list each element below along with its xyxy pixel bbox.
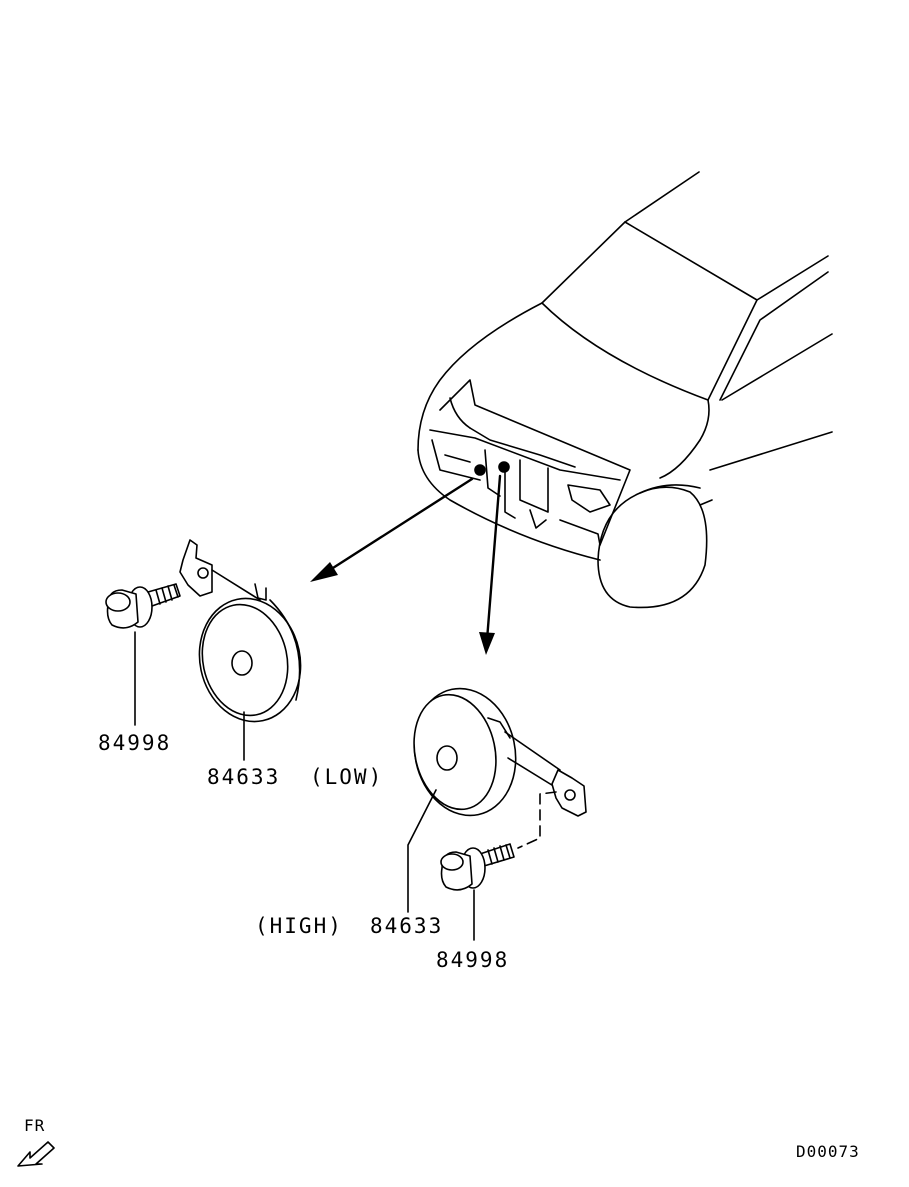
diagram-code: D00073 [796,1142,860,1161]
horn-high-qualifier: (HIGH) [255,914,343,938]
leader-lines [243,711,437,913]
bolt-right [440,843,515,941]
horn-high [413,687,587,849]
fr-arrow-icon [17,1141,55,1167]
part-number-horn-high: 84633 [370,914,444,938]
arrow-to-low-horn [310,477,474,582]
part-number-horn-low: 84633 [207,765,281,789]
part-number-bolt-right: 84998 [436,948,510,972]
arrow-to-high-horn [479,474,502,655]
vehicle-outline [417,171,833,609]
part-number-bolt-left: 84998 [98,731,172,755]
orientation-label: FR [24,1116,46,1135]
horn-low [179,539,302,723]
bolt-left [105,583,181,726]
horn-low-qualifier: (LOW) [310,765,384,789]
